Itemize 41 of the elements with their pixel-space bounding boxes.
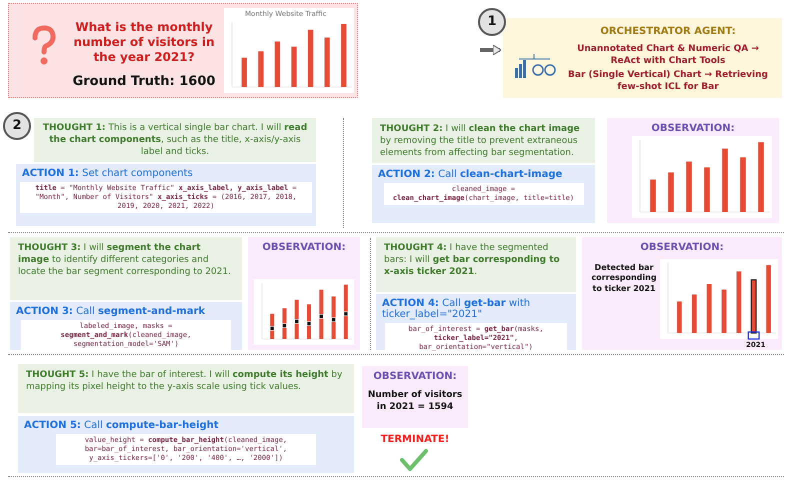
step-number: 2 [11,117,23,135]
observation-heading: OBSERVATION: [261,242,347,253]
thought-panel [372,118,595,163]
thought-panel [34,118,316,162]
action-panel [18,416,354,473]
observation-panel [582,237,782,350]
thought-text: THOUGHT 1: This is a vertical single bar chart. I will read the chart components, such as the title, x-axis/y-axis label and ticks. [42,122,308,160]
terminate-label: TERMINATE! [380,434,450,445]
observation-heading: OBSERVATION: [372,371,458,382]
action-heading: ACTION 5: Call compute-bar-height [23,419,220,432]
thought-text: THOUGHT 3: I will segment the chart image to identify different categories and locate the bar segment corresponding to 2021. [17,242,232,280]
thought-panel [10,237,242,300]
thought-text: THOUGHT 5: I have the bar of interest. I will compute its height by mapping its pixel height to the y-axis scale using tick values. [25,369,344,394]
action-panel [372,165,595,223]
thought-text: THOUGHT 2: I will clean the chart image by removing the title to prevent extraneous elements from affecting bar segmentation. [379,123,581,160]
question-text: What is the monthly number of visitors in the year 2021? [72,20,216,65]
observation-panel [248,237,360,350]
thought-text: THOUGHT 4: I have the segmented bars: I will get bar corresponding to x-axis ticker 2021. [383,242,561,280]
action-heading: ACTION 1: Set chart components [21,167,194,180]
action-heading: ACTION 2: Call clean-chart-image [377,168,564,181]
observation-panel [607,118,779,223]
ground-truth-text: Ground Truth: 1600 [72,74,216,89]
action-heading: ACTION 4: Call get-bar with ticker_label="2021" [381,297,532,321]
arrow [480,44,502,56]
routing-rule: Bar (Single Vertical) Chart → Retrieving few-shot ICL for Bar [567,70,769,94]
action-panel [16,164,316,226]
observation-text: Detected bar corresponding to ticker 2021 [590,263,658,294]
thought-panel [376,237,576,292]
orchestrator-panel [503,18,782,98]
panel-heading: ORCHESTRATOR AGENT: [599,25,737,38]
question-card [8,3,358,98]
step-number-badge [3,112,31,140]
observation-text: Number of visitors in 2021 = 1594 [366,390,464,414]
observation-heading: OBSERVATION: [639,242,725,253]
routing-rule: Unannotated Chart & Numeric QA → ReAct with Chart Tools [576,44,760,68]
observation-heading: OBSERVATION: [650,123,736,134]
step-number: 1 [486,13,498,31]
action-heading: ACTION 3: Call segment-and-mark [15,305,206,318]
thought-panel [18,364,354,413]
action-panel [10,302,242,350]
step-number-badge [478,8,506,36]
